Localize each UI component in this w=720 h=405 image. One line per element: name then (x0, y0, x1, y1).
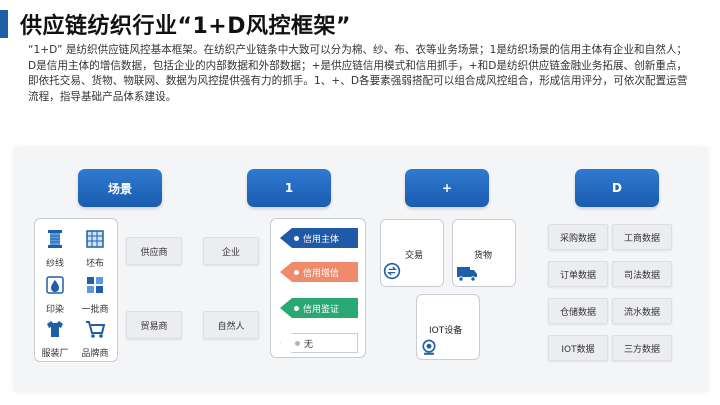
credit-tag-subject: 信用主体 (280, 228, 358, 248)
subject-natural-person: 自然人 (203, 311, 259, 339)
plus-card-iot (416, 294, 480, 360)
tag-dot-icon (295, 340, 300, 346)
data-third-party: 三方数据 (612, 335, 672, 361)
exchange-icon (383, 262, 401, 280)
credit-tag-label: 信用主体 (303, 234, 340, 245)
wholesaler-icon (87, 277, 103, 293)
credit-tag-label: 无 (304, 339, 314, 350)
title-accent-bar (0, 10, 8, 38)
scene-icon-label: 纱线 (45, 259, 64, 269)
plus-card-transaction (380, 219, 444, 287)
scene-icon-label: 服装厂 (41, 349, 69, 359)
truck-icon (457, 267, 477, 282)
brand-cart-icon (86, 321, 106, 338)
yarn-icon (48, 230, 62, 248)
data-orders: 订单数据 (548, 261, 608, 287)
scene-icon-label: 印染 (45, 305, 64, 315)
entity-trader: 贸易商 (126, 311, 182, 339)
subject-enterprise: 企业 (203, 237, 259, 265)
scene-icon-label: 一批商 (81, 305, 109, 315)
description-paragraph: “1+D” 是纺织供应链风控基本框架。在纺织产业链条中大致可以分为棉、纱、布、衣… (28, 44, 688, 103)
tag-dot-icon (294, 305, 299, 311)
credit-tag-none: 无 (280, 333, 358, 353)
plus-label-iot: IOT设备 (429, 326, 463, 336)
scene-icon-label: 坯布 (85, 259, 104, 269)
data-business-registration: 工商数据 (612, 224, 672, 250)
credit-tag-verification: 信用鉴证 (280, 298, 358, 318)
dyeing-icon (46, 276, 64, 294)
credit-tag-label: 信用增信 (303, 268, 340, 279)
page-title: 供应链纺织行业“1+D风控框架” (20, 14, 351, 39)
column-header-plus: + (405, 169, 489, 207)
data-iot: IOT数据 (548, 335, 608, 361)
column-header-one: 1 (247, 169, 331, 207)
credit-tag-enhancement: 信用增信 (280, 262, 358, 282)
tag-dot-icon (294, 235, 299, 241)
column-header-d: D (575, 169, 659, 207)
tag-dot-icon (294, 269, 299, 275)
plus-label-goods: 货物 (474, 251, 493, 261)
fabric-icon (86, 230, 104, 248)
data-judicial: 司法数据 (612, 261, 672, 287)
scene-icon-label: 品牌商 (81, 349, 109, 359)
entity-supplier: 供应商 (126, 237, 182, 265)
data-cashflow: 流水数据 (612, 298, 672, 324)
data-procurement: 采购数据 (548, 224, 608, 250)
iot-device-icon (422, 339, 436, 355)
garment-factory-icon (47, 321, 63, 337)
credit-tag-label: 信用鉴证 (303, 304, 340, 315)
data-warehousing: 仓储数据 (548, 298, 608, 324)
plus-label-transaction: 交易 (405, 251, 424, 261)
column-header-scene: 场景 (78, 169, 162, 207)
